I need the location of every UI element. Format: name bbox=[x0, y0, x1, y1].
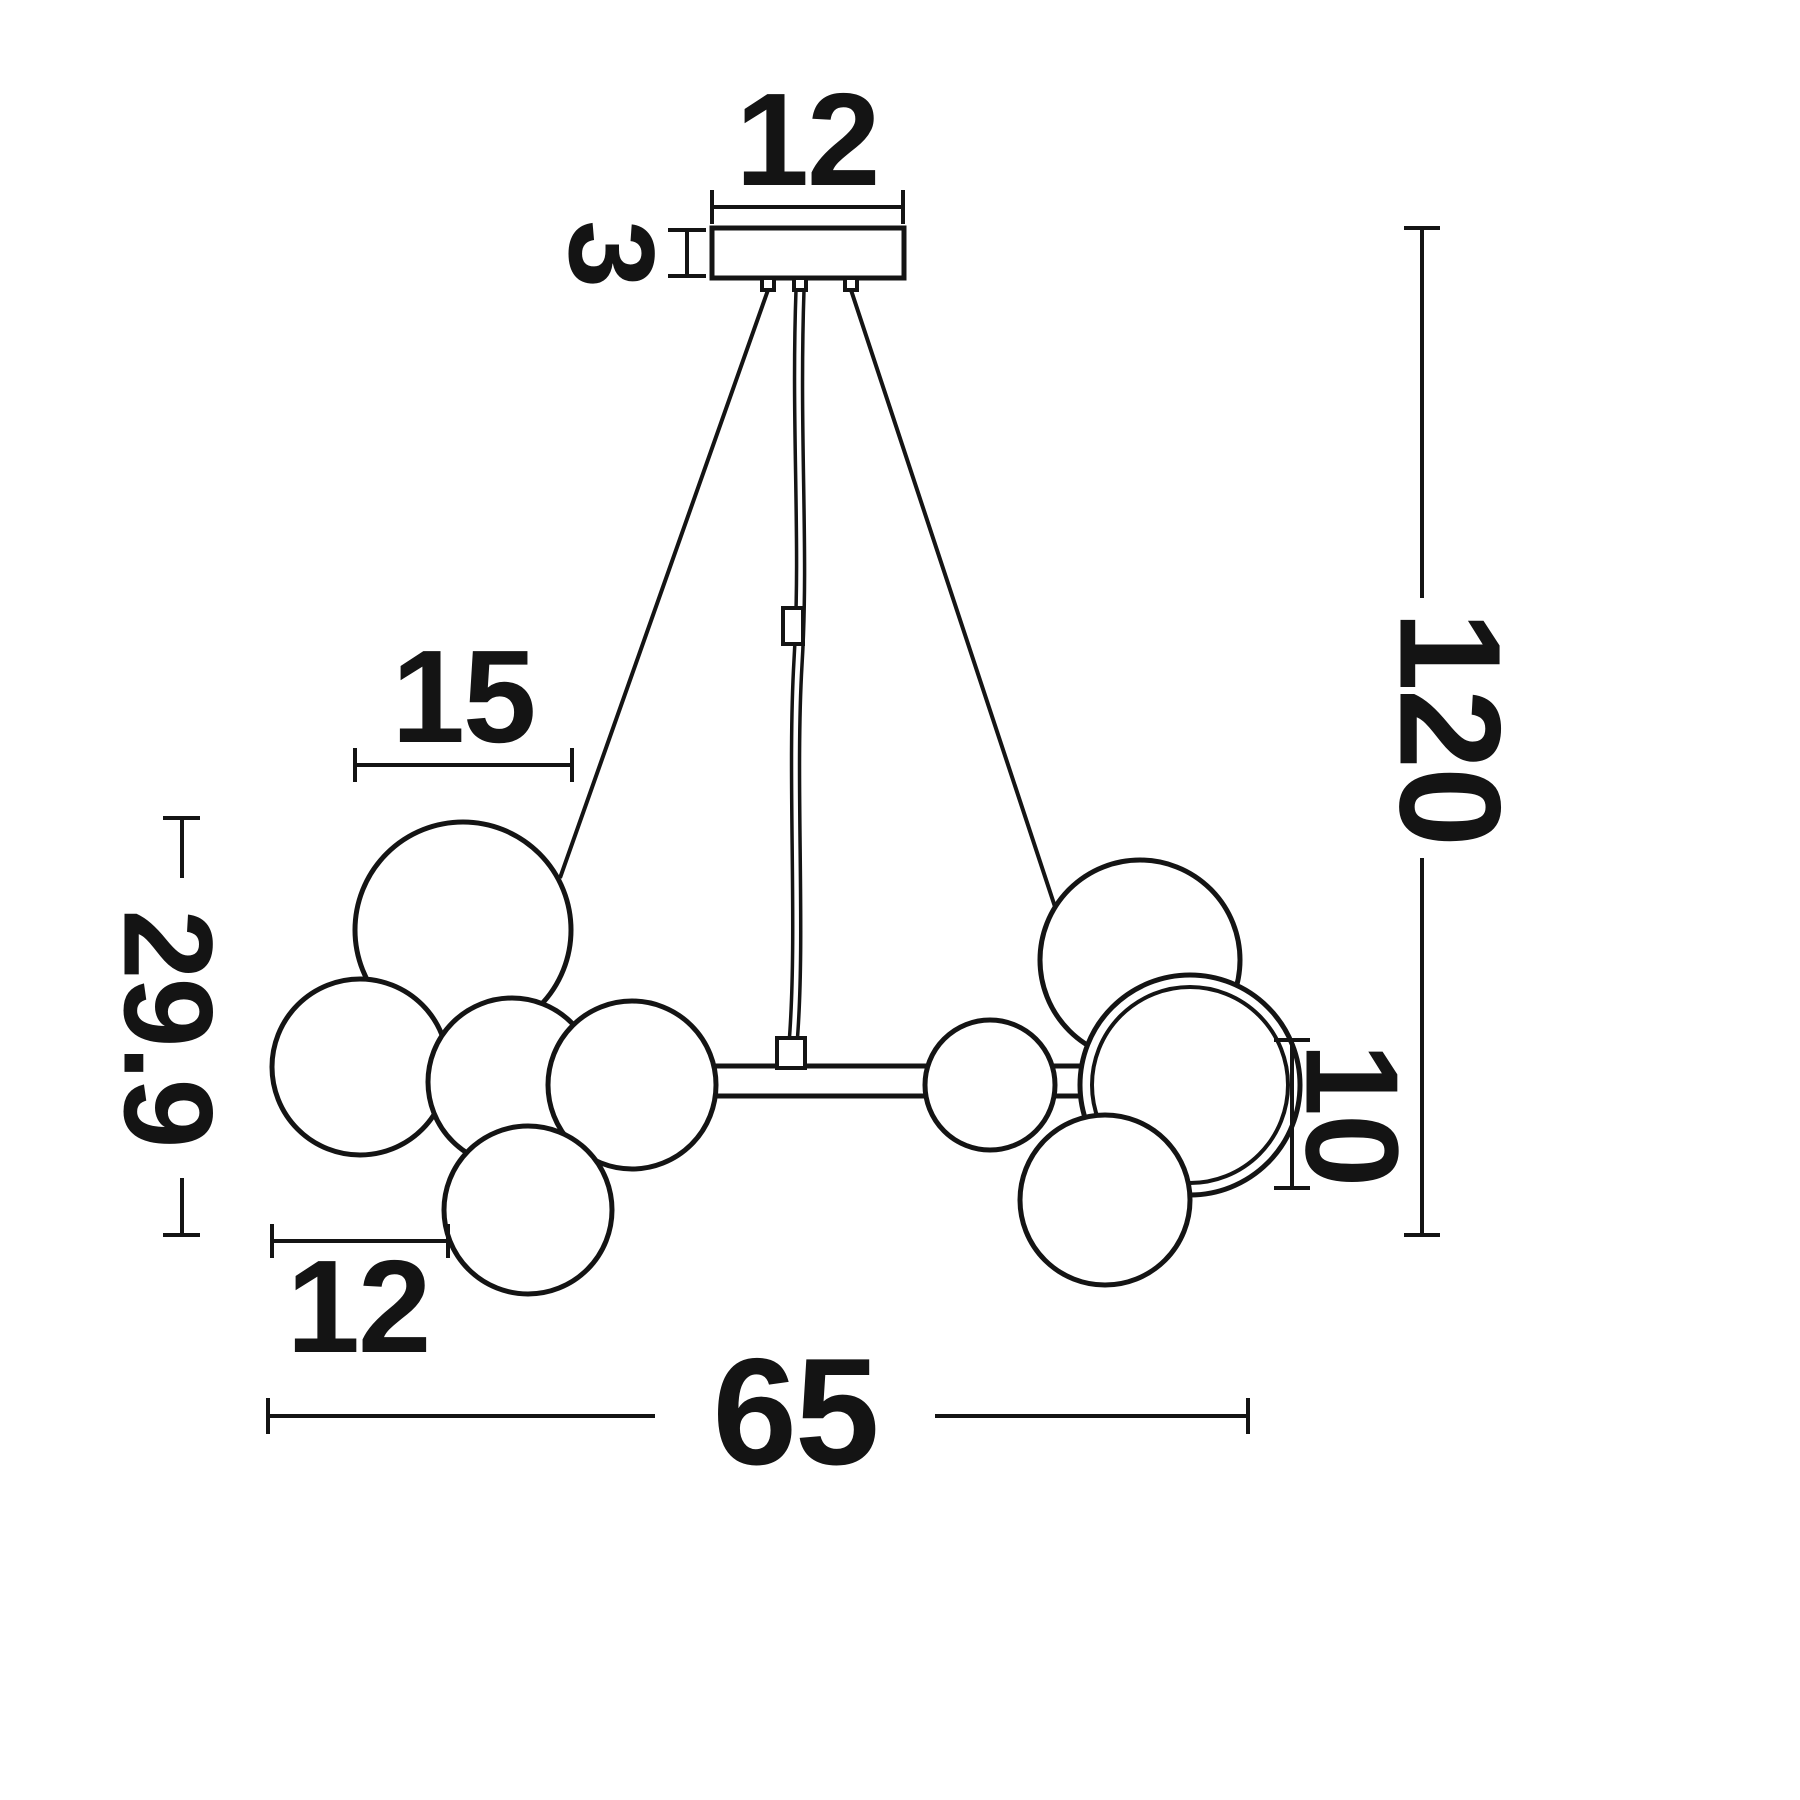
left-cluster-sphere-left bbox=[269, 976, 451, 1158]
dim-overall-width-label: 65 bbox=[712, 1327, 877, 1497]
cord-bar-connector bbox=[775, 1036, 807, 1070]
dim-canopy-height-label: 3 bbox=[544, 220, 680, 286]
dim-large-sphere-label: 15 bbox=[392, 623, 535, 770]
canopy-nub-middle bbox=[792, 276, 808, 292]
suspension-cable-right bbox=[849, 289, 1064, 929]
ceiling-canopy bbox=[709, 225, 907, 281]
left-cluster-sphere-bottom bbox=[441, 1123, 615, 1297]
left-cluster-sphere-right bbox=[545, 998, 719, 1172]
right-cluster-sphere-left-small bbox=[922, 1017, 1058, 1153]
dim-overall-drop-label: 120 bbox=[1370, 611, 1531, 845]
dim-canopy-width-label: 12 bbox=[736, 66, 879, 213]
suspension-cable-left bbox=[558, 289, 770, 879]
canopy-nub-right bbox=[843, 276, 859, 292]
dim-cluster-height-label: 29.9 bbox=[98, 909, 239, 1146]
power-cord-wire-b bbox=[795, 289, 807, 1045]
power-cord-wire-a bbox=[787, 289, 799, 1045]
dim-sphere-offset-label: 10 bbox=[1279, 1043, 1426, 1186]
canopy-nub-left bbox=[760, 276, 776, 292]
dim-small-sphere-label: 12 bbox=[287, 1233, 430, 1380]
right-cluster-sphere-bottom bbox=[1017, 1112, 1193, 1288]
cord-ferrule bbox=[781, 606, 805, 646]
